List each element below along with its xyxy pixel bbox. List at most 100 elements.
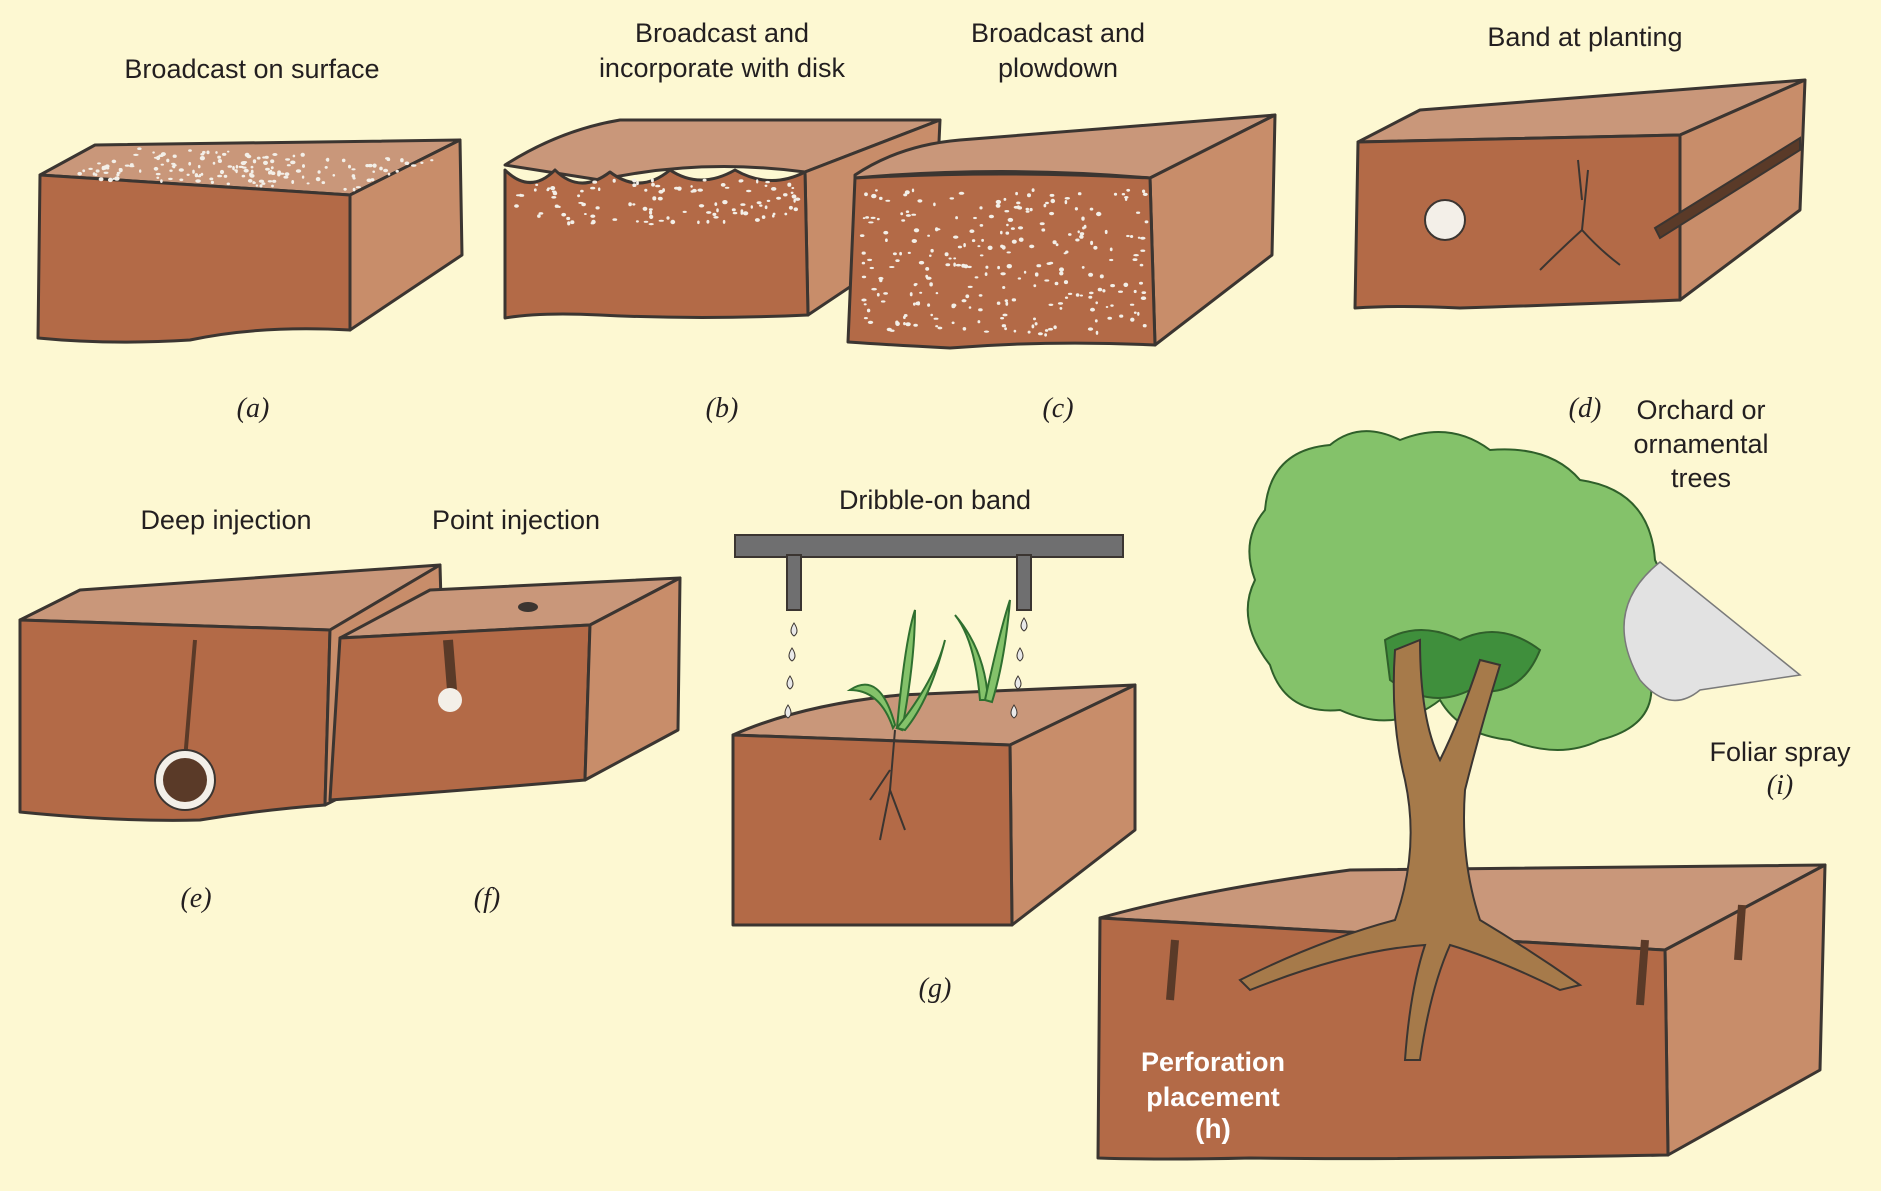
seedlings-g — [846, 599, 1011, 841]
fertilizer-granule — [771, 187, 777, 191]
fertilizer-droplet — [1020, 617, 1028, 632]
fertilizer-granule — [153, 166, 159, 171]
fertilizer-granule — [557, 205, 561, 208]
fertilizer-granule — [655, 184, 661, 188]
fertilizer-granule — [879, 278, 883, 283]
fertilizer-granule — [279, 172, 285, 175]
fertilizer-granule — [1102, 289, 1106, 293]
fertilizer-granule — [283, 175, 289, 179]
fertilizer-granule — [256, 156, 261, 160]
fertilizer-granule — [961, 299, 967, 303]
fertilizer-granule — [1045, 201, 1049, 205]
fertilizer-granule — [1034, 322, 1038, 326]
fertilizer-granule — [188, 161, 192, 166]
fertilizer-granule — [1023, 270, 1027, 274]
fertilizer-granule — [1068, 233, 1072, 236]
fertilizer-granule — [1099, 274, 1104, 279]
fertilizer-granule — [904, 190, 910, 195]
fertilizer-granule — [341, 158, 346, 163]
panel-a-caption: (a) — [236, 393, 270, 424]
fertilizer-granule — [929, 254, 932, 257]
panel-i-label: Foliar spray — [1709, 735, 1850, 770]
fertilizer-granule — [794, 197, 801, 201]
fertilizer-granule — [1075, 293, 1080, 297]
fertilizer-granule — [300, 152, 305, 157]
fertilizer-granule — [1048, 303, 1054, 306]
fertilizer-granule — [870, 216, 876, 219]
fertilizer-granule — [301, 175, 305, 179]
fertilizer-granule — [648, 223, 654, 226]
fertilizer-granule — [124, 164, 130, 167]
fertilizer-granule — [243, 168, 249, 173]
fertilizer-granule — [788, 205, 793, 210]
fertilizer-granule — [650, 178, 654, 183]
fertilizer-granule — [566, 216, 571, 221]
fertilizer-granule — [112, 177, 115, 180]
fertilizer-granule — [590, 214, 596, 218]
fertilizer-granule — [915, 301, 920, 306]
fertilizer-granule — [1031, 324, 1035, 329]
fertilizer-granule — [1096, 211, 1102, 217]
fertilizer-granule — [1129, 303, 1135, 306]
fertilizer-granule — [129, 163, 134, 166]
fertilizer-granule — [261, 182, 266, 185]
fertilizer-granule — [863, 303, 867, 306]
fertilizer-granule — [1094, 319, 1098, 323]
fertilizer-granule — [271, 184, 274, 188]
fertilizer-granule — [731, 208, 736, 212]
fertilizer-granule — [139, 169, 142, 173]
fertilizer-granule — [761, 215, 766, 220]
fertilizer-granule — [1079, 234, 1084, 239]
fertilizer-granule — [1077, 230, 1080, 234]
fertilizer-granule — [1140, 236, 1146, 240]
fertilizer-granule — [958, 191, 965, 195]
fertilizer-granule — [210, 180, 214, 184]
fertilizer-granule — [118, 168, 123, 173]
fertilizer-granule — [372, 163, 377, 168]
fertilizer-granule — [152, 151, 155, 154]
fertilizer-granule — [1063, 280, 1069, 285]
fertilizer-granule — [227, 150, 230, 153]
fertilizer-granule — [241, 174, 246, 178]
surface-fertilizer-a — [77, 147, 434, 192]
fertilizer-granule — [242, 161, 248, 164]
fertilizer-granule — [590, 222, 595, 225]
fertilizer-granule — [948, 257, 952, 260]
fertilizer-granule — [978, 294, 983, 297]
fertilizer-granule — [724, 186, 730, 189]
fertilizer-granule — [77, 171, 82, 176]
fertilizer-granule — [698, 204, 705, 208]
panel-d-label: Band at planting — [1487, 20, 1682, 55]
trees-label: Orchard or ornamental trees — [1633, 393, 1768, 495]
fertilizer-granule — [988, 214, 995, 219]
fertilizer-granule — [1079, 294, 1083, 297]
fertilizer-granule — [1037, 332, 1043, 336]
fertilizer-granule — [550, 186, 556, 191]
fertilizer-granule — [1033, 317, 1036, 321]
fertilizer-granule — [232, 166, 235, 171]
fertilizer-granule — [977, 245, 981, 248]
fertilizer-granule — [133, 153, 139, 156]
label-line: plowdown — [997, 53, 1119, 83]
fertilizer-granule — [732, 211, 738, 215]
fertilizer-granule — [1126, 234, 1130, 238]
fertilizer-granule — [226, 182, 230, 186]
panel-c-caption: (c) — [1042, 393, 1074, 424]
fertilizer-granule — [302, 164, 305, 168]
fertilizer-granule — [690, 185, 693, 188]
fertilizer-granule — [202, 150, 206, 154]
fertilizer-granule — [913, 228, 920, 233]
fertilizer-granule — [670, 219, 676, 225]
fertilizer-granule — [1034, 272, 1039, 277]
fertilizer-granule — [1079, 232, 1085, 236]
fertilizer-granule — [286, 164, 291, 167]
fertilizer-granule — [348, 164, 351, 169]
fertilizer-granule — [925, 267, 930, 271]
fertilizer-granule — [1118, 290, 1123, 293]
fertilizer-granule — [1113, 192, 1118, 196]
fertilizer-granule — [1119, 314, 1124, 318]
fertilizer-granule — [983, 330, 990, 333]
fertilizer-granule — [879, 196, 883, 200]
fertilizer-granule — [764, 184, 768, 187]
tree-trunk — [1238, 638, 1583, 1061]
